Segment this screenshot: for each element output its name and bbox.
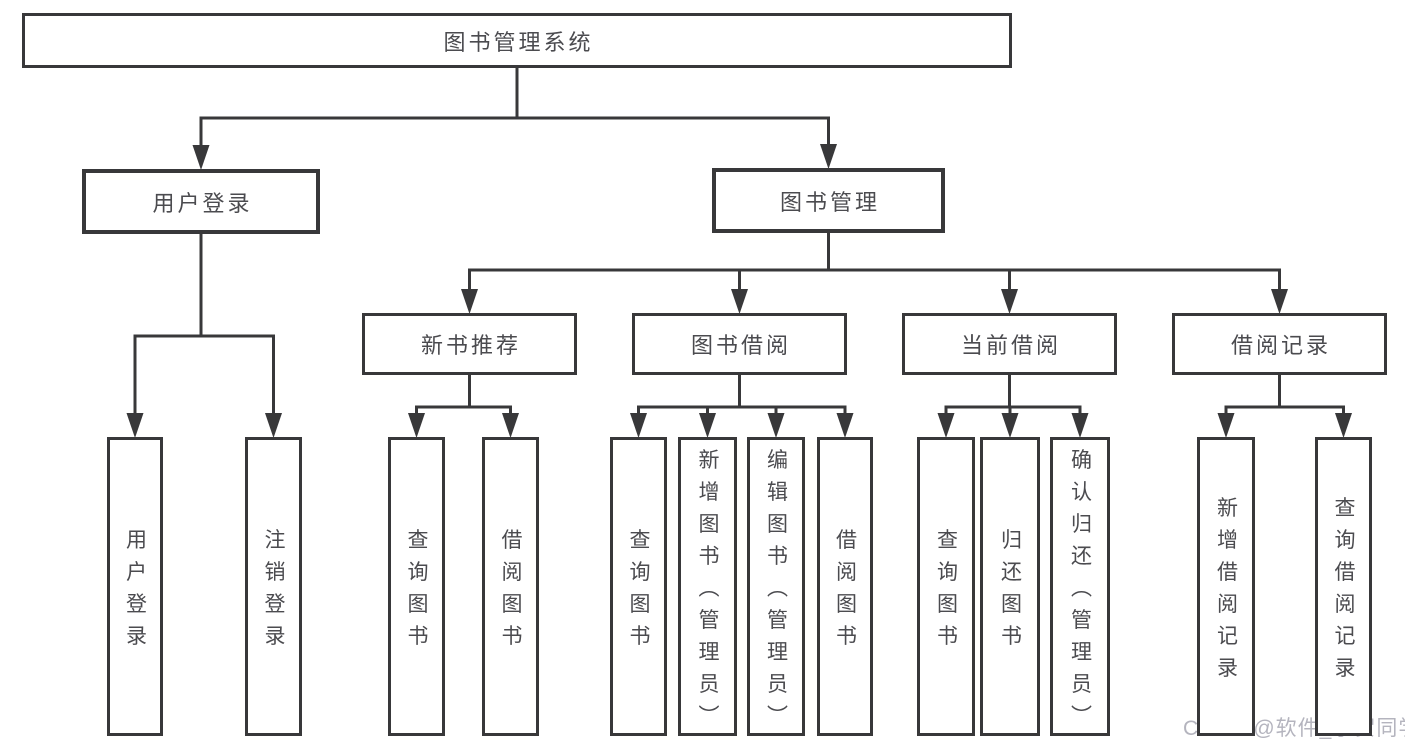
node-label-leaf-cb-query: 查询图书 [934, 528, 958, 656]
node-user-login: 用户登录 [82, 169, 320, 234]
node-label-book-mgmt: 图书管理 [779, 189, 880, 215]
node-leaf-nb-query: 查询图书 [388, 437, 445, 736]
node-label-leaf-nb-query: 查询图书 [405, 528, 428, 656]
node-label-leaf-bb-borrow: 借阅图书 [833, 528, 857, 656]
node-label-leaf-user-login: 用户登录 [123, 528, 147, 656]
node-leaf-br-query: 查询借阅记录 [1315, 437, 1372, 736]
node-leaf-bb-query: 查询图书 [610, 437, 667, 736]
node-leaf-cb-return: 归还图书 [980, 437, 1040, 736]
node-label-leaf-logout: 注销登录 [262, 528, 285, 656]
node-leaf-br-add: 新增借阅记录 [1197, 437, 1255, 736]
node-label-leaf-bb-add: 新增图书（管理员） [696, 448, 719, 736]
node-label-leaf-bb-edit: 编辑图书（管理员） [764, 448, 788, 736]
node-label-leaf-nb-borrow: 借阅图书 [499, 528, 522, 656]
node-label-leaf-bb-query: 查询图书 [627, 528, 650, 656]
node-label-leaf-br-add: 新增借阅记录 [1214, 496, 1238, 688]
node-leaf-cb-query: 查询图书 [917, 437, 975, 736]
node-borrow-record: 借阅记录 [1172, 313, 1387, 375]
node-leaf-user-login: 用户登录 [107, 437, 163, 736]
node-leaf-bb-borrow: 借阅图书 [817, 437, 873, 736]
node-label-root: 图书管理系统 [443, 29, 594, 55]
node-label-leaf-cb-confirm: 确认归还（管理员） [1068, 448, 1092, 736]
node-current-borrow: 当前借阅 [902, 313, 1117, 375]
node-label-borrow-record: 借阅记录 [1230, 333, 1331, 358]
node-leaf-nb-borrow: 借阅图书 [482, 437, 539, 736]
node-new-book-rec: 新书推荐 [362, 313, 577, 375]
node-leaf-cb-confirm: 确认归还（管理员） [1050, 437, 1110, 736]
node-label-current-borrow: 当前借阅 [960, 333, 1061, 358]
node-book-mgmt: 图书管理 [712, 168, 945, 233]
node-label-new-book-rec: 新书推荐 [420, 333, 521, 358]
node-leaf-bb-add: 新增图书（管理员） [678, 437, 737, 736]
node-label-leaf-cb-return: 归还图书 [998, 528, 1022, 656]
node-root: 图书管理系统 [22, 13, 1012, 68]
node-label-book-borrow: 图书借阅 [690, 333, 791, 358]
node-book-borrow: 图书借阅 [632, 313, 847, 375]
node-label-user-login: 用户登录 [152, 190, 253, 216]
node-leaf-logout: 注销登录 [245, 437, 302, 736]
node-leaf-bb-edit: 编辑图书（管理员） [747, 437, 805, 736]
node-label-leaf-br-query: 查询借阅记录 [1332, 496, 1355, 688]
